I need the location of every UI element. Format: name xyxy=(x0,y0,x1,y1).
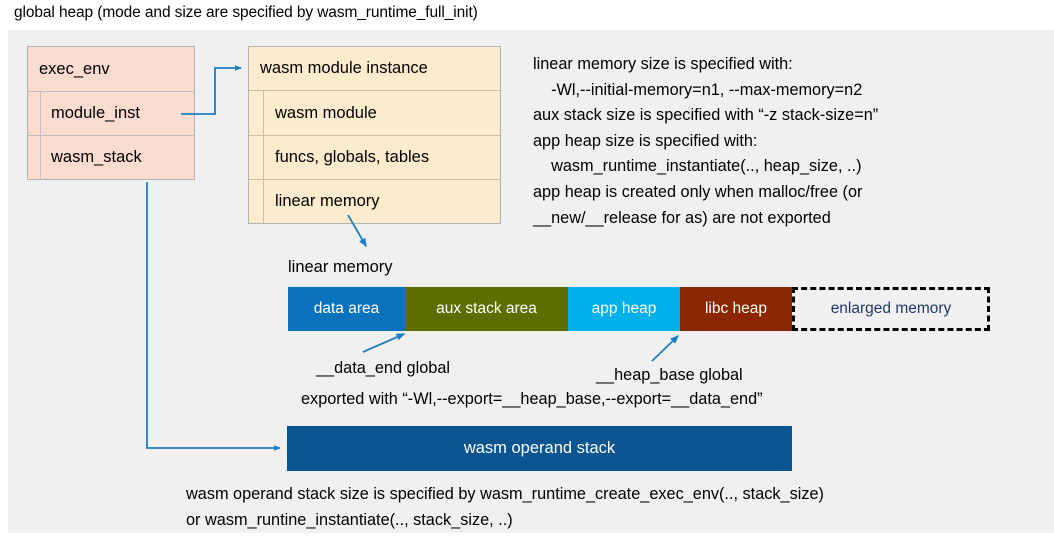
wasm-operand-stack-bar: wasm operand stack xyxy=(287,426,792,471)
wasm-module-label: wasm module xyxy=(275,103,377,122)
module-instance-row-funcs-globals-tables: funcs, globals, tables xyxy=(249,136,500,180)
indent-spacer xyxy=(28,92,41,135)
memory-segment-aux-stack-area: aux stack area xyxy=(405,287,568,331)
memory-segment-data-area: data area xyxy=(288,287,405,331)
indent-spacer xyxy=(249,180,264,223)
exported-with-annotation: exported with “-Wl,--export=__heap_base,… xyxy=(301,390,763,408)
heap-base-annotation: __heap_base global xyxy=(596,366,743,384)
funcs-globals-tables-label: funcs, globals, tables xyxy=(275,148,430,166)
page-title: global heap (mode and size are specified… xyxy=(14,4,478,21)
exec-env-row-wasm-stack: wasm_stack xyxy=(28,136,194,179)
exec-env-title: exec_env xyxy=(39,59,110,78)
wasm-stack-label: wasm_stack xyxy=(51,148,142,166)
module-instance-row-wasm-module: wasm module xyxy=(249,91,500,136)
exec-env-row-module-inst: module_inst xyxy=(28,92,194,136)
memory-segment-libc-heap: libc heap xyxy=(680,287,792,331)
wasm-module-instance-box: wasm module instance wasm module funcs, … xyxy=(248,46,501,224)
module-inst-label: module_inst xyxy=(51,104,140,122)
memory-segment-app-heap: app heap xyxy=(568,287,680,331)
module-instance-row-linear-memory: linear memory xyxy=(249,180,500,223)
linear-memory-row-label: linear memory xyxy=(275,192,380,210)
memory-segment-enlarged-memory: enlarged memory xyxy=(792,287,990,331)
indent-spacer xyxy=(28,136,41,179)
exec-env-box: exec_env module_inst wasm_stack xyxy=(27,46,195,180)
indent-spacer xyxy=(249,136,264,179)
operand-stack-note: wasm operand stack size is specified by … xyxy=(186,485,824,529)
indent-spacer xyxy=(249,91,264,135)
module-instance-header-row: wasm module instance xyxy=(249,47,500,91)
module-instance-title: wasm module instance xyxy=(260,59,428,77)
linear-memory-label: linear memory xyxy=(288,258,393,276)
memory-config-note: linear memory size is specified with: -W… xyxy=(533,55,879,227)
exec-env-header-row: exec_env xyxy=(28,47,194,92)
data-end-annotation: __data_end global xyxy=(316,359,450,377)
